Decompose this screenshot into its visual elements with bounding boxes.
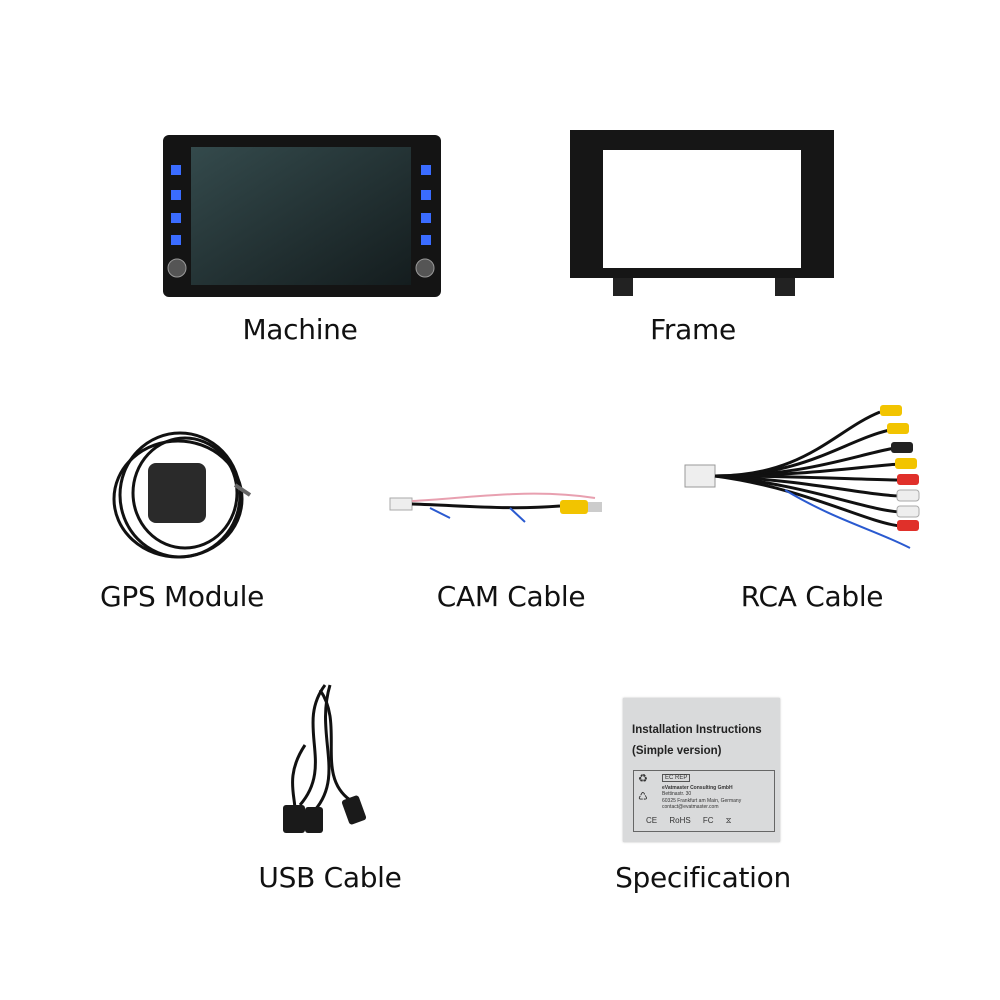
manufacturer-icon: ♻ xyxy=(638,773,648,785)
spec-subtitle: (Simple version) xyxy=(632,745,722,757)
spec-company: eVatmaster Consulting GmbH xyxy=(662,785,733,791)
spec-city: 60325 Frankfurt am Main, Germany xyxy=(662,798,742,804)
usb-cable-image xyxy=(283,684,367,833)
item-label-cam-cable: CAM Cable xyxy=(436,580,586,613)
spec-email: contact@evatmaster.com xyxy=(662,804,719,810)
recycle-icon: ♺ xyxy=(638,791,648,803)
item-label-frame: Frame xyxy=(650,313,736,346)
item-label-gps-module: GPS Module xyxy=(99,580,265,613)
spec-title: Installation Instructions xyxy=(632,724,762,736)
item-label-machine: Machine xyxy=(242,313,358,346)
item-label-usb-cable: USB Cable xyxy=(258,861,402,894)
spec-street: Bettinastr. 30 xyxy=(662,791,692,797)
spec-compliance-box: ♻ ♺ EC REP eVatmaster Consulting GmbH Be… xyxy=(633,770,775,832)
item-label-specification: Specification xyxy=(615,861,791,894)
rca-cable-image xyxy=(684,405,920,549)
head-unit-image xyxy=(163,135,441,297)
cam-cable-image xyxy=(389,492,602,523)
specification-card: Installation Instructions (Simple versio… xyxy=(623,698,780,842)
item-label-rca-cable: RCA Cable xyxy=(740,580,884,613)
ec-rep-badge: EC REP xyxy=(662,774,691,782)
gps-module-image xyxy=(112,431,252,559)
frame-image xyxy=(570,130,834,296)
certification-marks: CE RoHS FC ⧖ xyxy=(646,816,732,825)
